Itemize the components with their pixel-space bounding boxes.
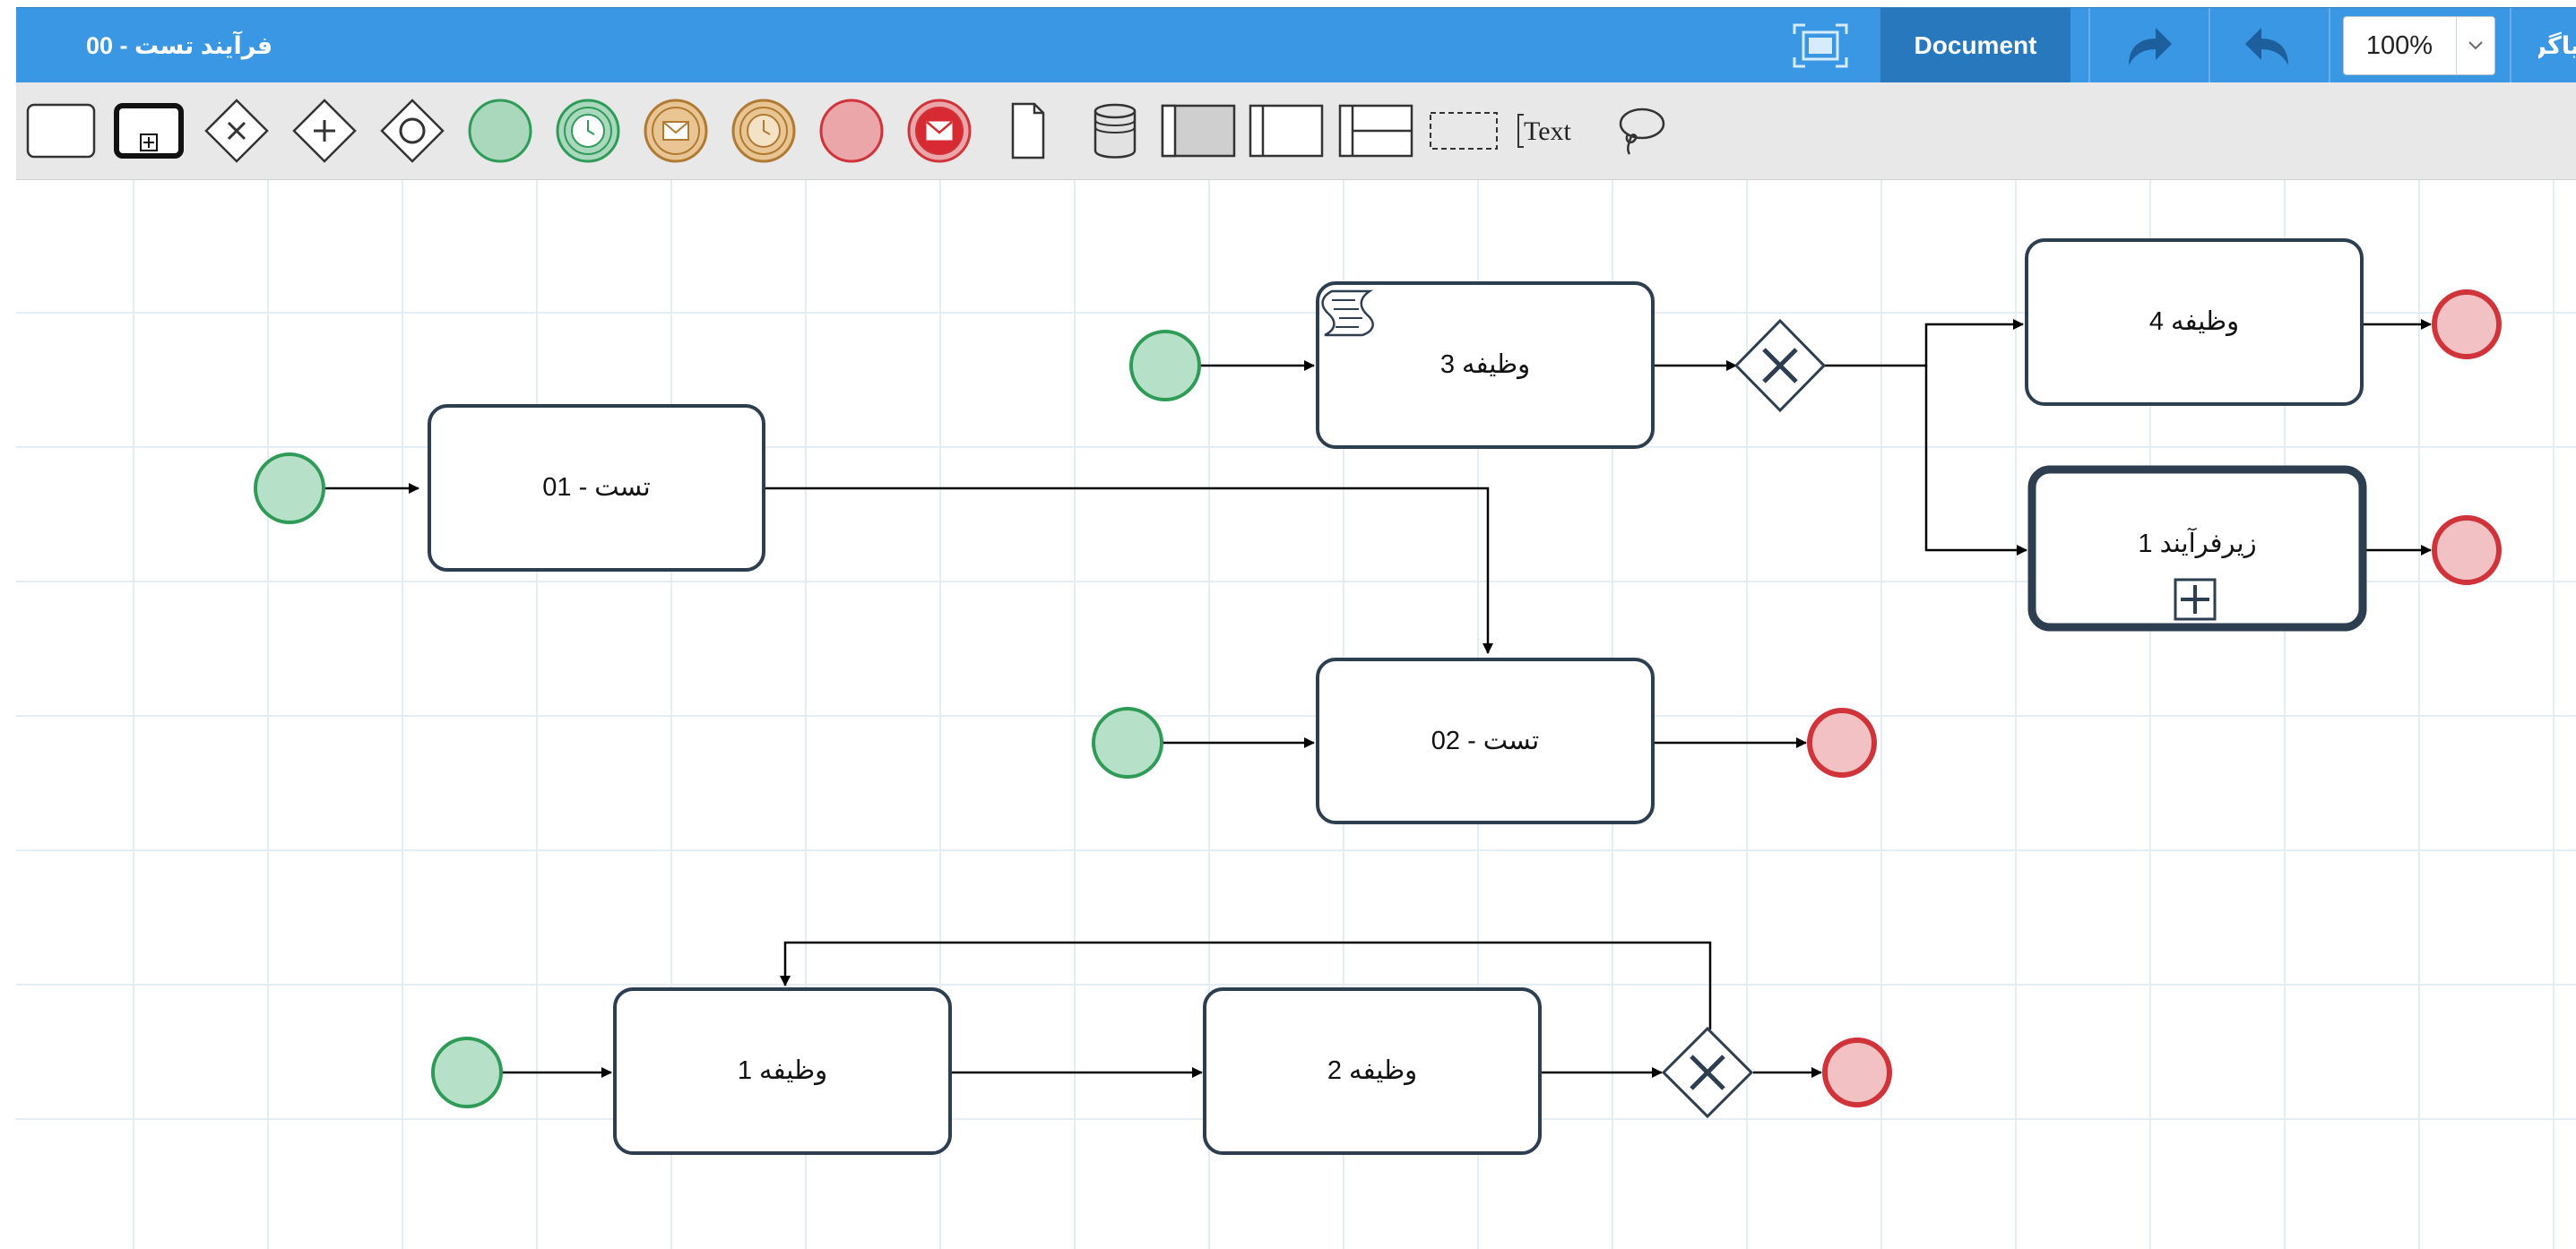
exclusive-gateway[interactable] <box>1733 318 1827 413</box>
subprocess-expand-marker[interactable] <box>2174 578 2217 621</box>
process-title: فرآیند تست - 00 <box>86 32 273 59</box>
diagram-menu[interactable]: دیاگرام <box>2538 32 2576 59</box>
parallel-gateway-icon <box>292 99 357 163</box>
tool-inclusive-gateway[interactable] <box>376 82 448 179</box>
zoom-select[interactable]: 100% <box>2343 16 2495 75</box>
end-event[interactable] <box>1807 708 1877 778</box>
tool-lane[interactable] <box>1248 82 1325 179</box>
start-event[interactable] <box>431 1037 503 1108</box>
tool-timer-event[interactable] <box>728 82 800 179</box>
end-event[interactable] <box>2432 515 2502 585</box>
tool-lasso[interactable] <box>1601 82 1678 179</box>
diagram-canvas[interactable]: تست - 01 وظیفه 3 وظیفه 4 زیرفرآیند 1 تست… <box>16 180 2576 1249</box>
tool-data-store[interactable] <box>1079 82 1151 179</box>
fit-page-button[interactable] <box>1791 21 1850 71</box>
lane-split-icon <box>1338 104 1413 158</box>
zoom-dropdown-toggle[interactable] <box>2456 17 2494 74</box>
sequence-flow[interactable] <box>764 487 1493 654</box>
start-event[interactable] <box>1092 707 1163 779</box>
message-end-event-icon <box>907 99 972 163</box>
task-2-label: وظیفه 2 <box>1327 1056 1418 1085</box>
redo-icon <box>2129 28 2172 65</box>
data-store-icon <box>1094 103 1137 159</box>
inclusive-gateway-icon <box>380 99 445 163</box>
toolbar-separator <box>2209 8 2210 83</box>
text-annotation-icon: Text <box>1517 114 1572 148</box>
pool-icon <box>1161 104 1236 158</box>
tool-end-event[interactable] <box>816 82 887 179</box>
timer-event-icon <box>731 99 796 163</box>
tool-message-end-event[interactable] <box>903 82 975 179</box>
task-2[interactable] <box>1203 987 1542 1155</box>
end-event-icon <box>819 99 884 163</box>
task-test-01[interactable] <box>428 404 765 572</box>
task-3-label: وظیفه 3 <box>1439 350 1531 379</box>
sequence-flow[interactable] <box>780 941 1712 1029</box>
tool-subprocess[interactable] <box>113 82 185 179</box>
task-1[interactable] <box>613 987 952 1155</box>
tool-exclusive-gateway[interactable] <box>201 82 272 179</box>
tool-parallel-gateway[interactable] <box>289 82 360 179</box>
subprocess-1-label: زیرفرآیند 1 <box>2138 530 2257 558</box>
tool-task[interactable] <box>25 82 97 179</box>
zoom-value: 100% <box>2365 31 2433 60</box>
group-icon <box>1430 112 1498 150</box>
message-event-icon <box>644 99 708 163</box>
exclusive-gateway-icon <box>204 99 269 163</box>
task-test-02-label: تست - 02 <box>1431 727 1540 755</box>
tool-pool[interactable] <box>1160 82 1237 179</box>
task-1-label: وظیفه 1 <box>737 1056 828 1085</box>
sequence-flow[interactable] <box>1824 319 2024 367</box>
toolbar-separator <box>2510 8 2511 83</box>
task-4[interactable] <box>2025 238 2364 406</box>
task-test-02[interactable] <box>1316 658 1655 824</box>
tool-lane-split[interactable] <box>1337 82 1414 179</box>
redo-button[interactable] <box>2090 8 2207 83</box>
script-task-icon <box>1321 289 1374 337</box>
toolbar-separator <box>2329 8 2330 83</box>
lane-icon <box>1249 104 1324 158</box>
lasso-icon <box>1619 108 1665 155</box>
undo-icon <box>2245 28 2288 65</box>
end-event[interactable] <box>2432 289 2502 359</box>
end-event[interactable] <box>1822 1038 1892 1107</box>
tool-data-object[interactable] <box>991 82 1063 179</box>
top-bar: فرآیند تست - 00 Document 100% دیاگرام <box>16 7 2576 84</box>
tool-start-event[interactable] <box>464 82 536 179</box>
chevron-down-icon <box>2468 41 2483 50</box>
shape-palette: Text <box>16 82 2576 180</box>
subprocess-shape-icon <box>114 103 184 159</box>
document-button[interactable]: Document <box>1880 8 2070 83</box>
task-3[interactable] <box>1316 281 1655 449</box>
start-event[interactable] <box>1129 330 1201 401</box>
tool-timer-start-event[interactable] <box>552 82 624 179</box>
sequence-flow[interactable] <box>1924 366 2027 556</box>
subprocess-1[interactable] <box>2027 465 2367 632</box>
tool-message-event[interactable] <box>640 82 712 179</box>
task-shape-icon <box>26 103 96 159</box>
data-object-icon <box>1011 102 1045 159</box>
toolbar-separator <box>2088 8 2090 83</box>
tool-text-annotation[interactable]: Text <box>1513 82 1590 179</box>
task-4-label: وظیفه 4 <box>2148 307 2240 336</box>
tool-group[interactable] <box>1425 82 1502 179</box>
timer-start-event-icon <box>556 99 620 163</box>
text-tool-label: Text <box>1524 116 1572 146</box>
start-event[interactable] <box>254 452 325 524</box>
fit-page-icon <box>1793 23 1848 68</box>
exclusive-gateway[interactable] <box>1661 1026 1754 1119</box>
task-test-01-label: تست - 01 <box>542 473 651 502</box>
start-event-icon <box>468 99 532 163</box>
undo-button[interactable] <box>2210 8 2327 83</box>
